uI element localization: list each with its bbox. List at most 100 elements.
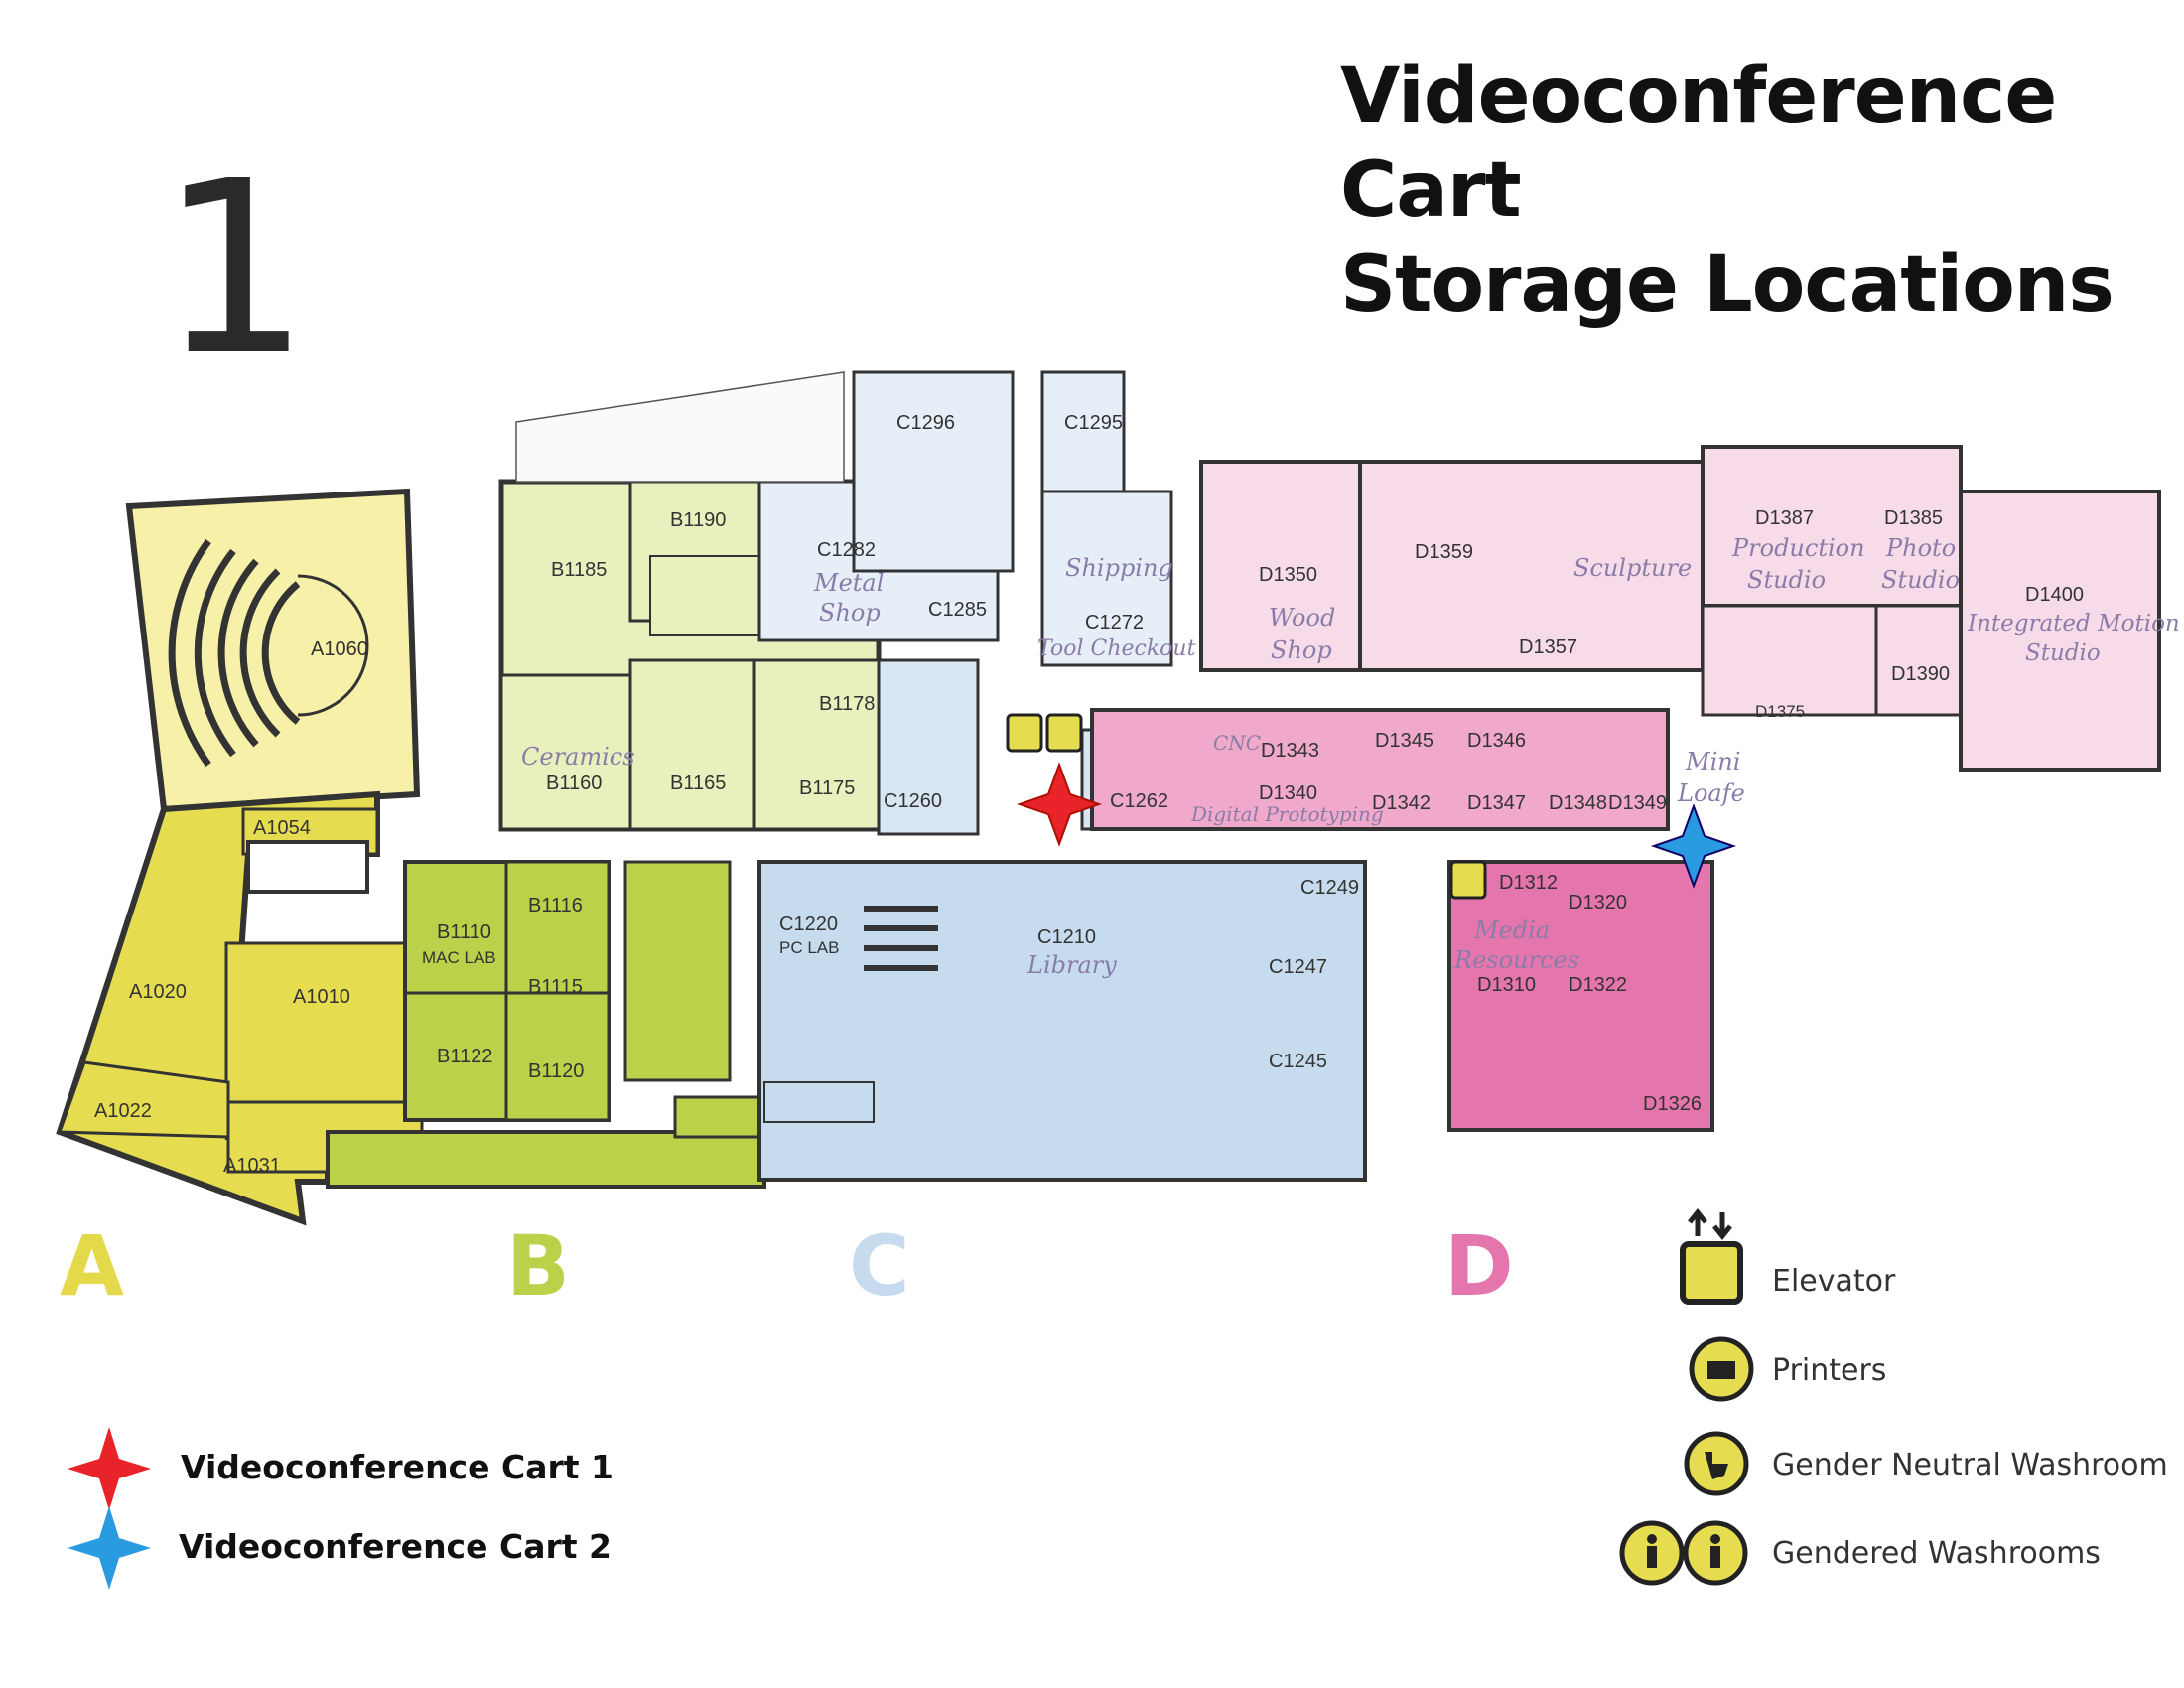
room-c1274[interactable] (1040, 490, 1173, 667)
label-cnc: CNC (1213, 731, 1261, 755)
label-studio: Studio (1747, 566, 1826, 594)
label-d1350: D1350 (1259, 564, 1317, 586)
label-b1160: B1160 (546, 773, 602, 794)
label-d1312: D1312 (1499, 872, 1558, 894)
label-metal: Metal (813, 569, 884, 597)
label-int-studio: Studio (2025, 640, 2101, 666)
legend-cart-1-star-icon (68, 1427, 151, 1510)
label-d1345: D1345 (1375, 730, 1433, 752)
label-d1346: D1346 (1467, 730, 1526, 752)
label-mac-lab: MAC LAB (422, 948, 496, 967)
label-mini: Mini (1685, 748, 1740, 775)
wing-label-a: A (60, 1217, 125, 1315)
label-d1347: D1347 (1467, 792, 1526, 814)
videoconference-cart-2-marker[interactable] (1650, 803, 1737, 889)
label-d1322: D1322 (1569, 974, 1627, 996)
wing-label-d: D (1444, 1217, 1514, 1315)
label-tool-checkout: Tool Checkout (1037, 636, 1196, 661)
label-d1400: D1400 (2025, 584, 2084, 606)
videoconference-cart-1-marker[interactable] (1016, 762, 1103, 847)
label-b1115: B1115 (528, 976, 583, 998)
label-media: Media (1473, 916, 1550, 944)
legend-printer-icon (1689, 1336, 1754, 1402)
label-c1260: C1260 (884, 790, 942, 812)
label-c1245: C1245 (1269, 1051, 1327, 1072)
room-b1131[interactable] (673, 1095, 766, 1139)
legend-cart-2-label: Videoconference Cart 2 (179, 1527, 612, 1566)
label-d1357: D1357 (1519, 636, 1577, 658)
label-digital: Digital Prototyping (1190, 802, 1384, 826)
label-a1060: A1060 (311, 638, 368, 660)
legend-gendered-label: Gendered Washrooms (1772, 1536, 2101, 1571)
label-ceramics: Ceramics (521, 743, 635, 771)
theatre-seating (168, 538, 301, 768)
label-c1210: C1210 (1037, 926, 1096, 948)
room-d1343[interactable] (1090, 708, 1670, 831)
label-pc-lab: PC LAB (779, 938, 839, 957)
elevator-icon[interactable] (1045, 713, 1083, 753)
stair-a (246, 840, 369, 894)
legend-gendered-washroom-icon (1619, 1520, 1748, 1586)
wing-d-area (1090, 445, 2161, 1132)
label-sculpture: Sculpture (1573, 554, 1692, 582)
label-d1348: D1348 (1549, 792, 1607, 814)
label-d1349: D1349 (1608, 792, 1667, 814)
room-d1310[interactable] (1447, 860, 1714, 1132)
elevator-icon[interactable] (1006, 713, 1043, 753)
room-c1260[interactable] (877, 658, 980, 836)
label-c1247: C1247 (1269, 956, 1327, 978)
page-title: Videoconference Cart Storage Locations (1340, 50, 2184, 333)
label-b1185: B1185 (551, 559, 607, 581)
legend-cart-1-label: Videoconference Cart 1 (181, 1448, 614, 1486)
label-d1326: D1326 (1643, 1093, 1702, 1115)
room-c1210[interactable] (757, 860, 1367, 1182)
room-d1375[interactable] (1701, 604, 1878, 717)
room-a1010[interactable] (224, 941, 407, 1119)
label-d1375: D1375 (1755, 702, 1805, 721)
label-d1390: D1390 (1891, 663, 1950, 685)
room-c1295[interactable] (1040, 370, 1126, 493)
label-d1387: D1387 (1755, 507, 1814, 529)
legend-cart-2-star-icon (68, 1506, 151, 1590)
elevator-icon[interactable] (1449, 860, 1487, 900)
room-a1060[interactable] (125, 488, 421, 813)
room-b1160[interactable] (499, 673, 632, 831)
label-b1120: B1120 (528, 1060, 584, 1082)
room-b1116[interactable] (504, 860, 611, 1122)
label-d1359: D1359 (1415, 541, 1473, 563)
label-shop-d: Shop (1271, 636, 1332, 664)
label-a1054: A1054 (253, 817, 311, 839)
title-line-1: Videoconference Cart (1340, 52, 2057, 235)
room-c1296[interactable] (852, 370, 1015, 573)
label-b1190: B1190 (670, 509, 726, 531)
label-photo-studio: Studio (1881, 566, 1960, 594)
wing-label-c: C (849, 1217, 910, 1315)
label-d1320: D1320 (1569, 892, 1627, 914)
label-c1220: C1220 (779, 914, 838, 935)
label-b1122: B1122 (437, 1046, 492, 1067)
legend-elevator-icon (1680, 1207, 1743, 1305)
room-d1390[interactable] (1874, 604, 1963, 717)
label-a1031: A1031 (223, 1155, 281, 1177)
label-c1272: C1272 (1085, 612, 1144, 633)
label-resources: Resources (1453, 946, 1579, 974)
room-d1350[interactable] (1199, 460, 1362, 672)
label-integrated: Integrated Motion (1967, 611, 2180, 636)
label-loafe: Loafe (1677, 779, 1745, 807)
label-c1296: C1296 (896, 412, 955, 434)
skylight-grid (515, 371, 845, 483)
room-b1175[interactable] (752, 658, 881, 831)
label-b1178: B1178 (819, 693, 875, 715)
label-d1385: D1385 (1884, 507, 1943, 529)
label-c1249: C1249 (1300, 877, 1359, 899)
wing-c-area (515, 370, 1367, 1182)
room-d1400[interactable] (1959, 490, 2161, 772)
label-shipping: Shipping (1065, 554, 1173, 582)
label-b1175: B1175 (799, 777, 855, 799)
room-b1124[interactable] (326, 1130, 766, 1189)
label-shop: Shop (819, 599, 881, 627)
legend-printers-label: Printers (1772, 1353, 1887, 1388)
room-b1150[interactable] (623, 860, 732, 1082)
wing-label-b: B (506, 1217, 571, 1315)
